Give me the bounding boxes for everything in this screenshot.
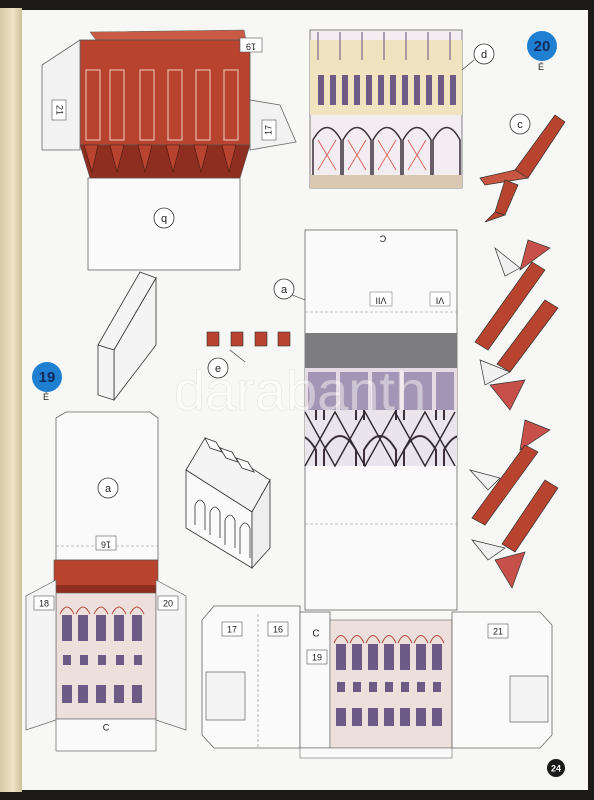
tab-number-16-left: 16: [95, 535, 117, 551]
part-label-a-center: a: [273, 278, 295, 300]
svg-text:18: 18: [39, 598, 49, 608]
svg-text:VI: VI: [436, 296, 445, 306]
tab-number-19-roof: 19: [239, 37, 263, 53]
watermark: darabanth: [174, 359, 426, 422]
model-badge-19: 19 É: [32, 362, 62, 402]
svg-text:21: 21: [55, 105, 65, 115]
tab-number-21: 21: [51, 99, 67, 121]
svg-text:É: É: [43, 392, 49, 402]
red-roof-panel: [79, 39, 251, 146]
part-label-e: e: [207, 357, 229, 379]
tab-number-17-roof: 17: [261, 119, 277, 141]
svg-text:C: C: [379, 234, 386, 244]
roman-numeral-vi: VI: [429, 291, 451, 307]
tab-number-19-bottom: 19: [306, 649, 328, 665]
wall-block-3d: [97, 271, 157, 402]
svg-text:a: a: [105, 483, 112, 495]
page-number-badge: 24: [547, 759, 565, 777]
svg-text:b: b: [161, 213, 167, 225]
svg-text:16: 16: [273, 624, 283, 634]
svg-text:16: 16: [101, 540, 111, 550]
fold-letter-c-left: C: [103, 722, 110, 732]
svg-text:d: d: [481, 49, 487, 61]
svg-text:17: 17: [227, 624, 237, 634]
svg-text:e: e: [215, 363, 221, 375]
roman-numeral-vii: VII: [369, 291, 393, 307]
svg-text:19: 19: [246, 42, 256, 52]
assembled-building-preview: [185, 437, 271, 570]
svg-text:20: 20: [534, 38, 551, 55]
svg-text:C: C: [312, 629, 319, 640]
building-net-19: [25, 411, 187, 752]
tab-21-flap: [41, 39, 81, 151]
svg-text:24: 24: [551, 763, 561, 773]
beam-pieces-c: [468, 114, 566, 589]
tab-number-20: 20: [157, 595, 179, 611]
book-spine: [0, 8, 22, 792]
svg-text:21: 21: [493, 626, 503, 636]
svg-text:c: c: [517, 119, 523, 131]
svg-text:19: 19: [39, 369, 56, 386]
svg-text:a: a: [281, 284, 288, 296]
roof-net-top-left: [41, 29, 297, 271]
fold-letter-c-bottom: C: [312, 629, 319, 640]
facade-part-d: [309, 29, 475, 189]
svg-text:19: 19: [312, 652, 322, 662]
part-label-a-left: a: [97, 477, 119, 499]
tab-number-21-bottom: 21: [487, 623, 509, 639]
part-label-b: b: [153, 207, 175, 229]
part-label-c: c: [509, 113, 531, 135]
svg-text:É: É: [538, 62, 544, 72]
model-badge-20: 20 É: [527, 31, 557, 72]
fold-letter-c-top: C: [379, 234, 386, 244]
svg-text:VII: VII: [375, 296, 386, 306]
tiles-part-e: [206, 331, 291, 363]
tab-number-17-bottom: 17: [221, 621, 243, 637]
tab-number-16-bottom: 16: [267, 621, 289, 637]
tab-number-18: 18: [33, 595, 55, 611]
svg-text:17: 17: [263, 125, 273, 135]
svg-text:C: C: [103, 722, 110, 732]
svg-text:20: 20: [163, 598, 173, 608]
part-label-d: d: [473, 43, 495, 65]
building-net-bottom: [201, 605, 553, 759]
